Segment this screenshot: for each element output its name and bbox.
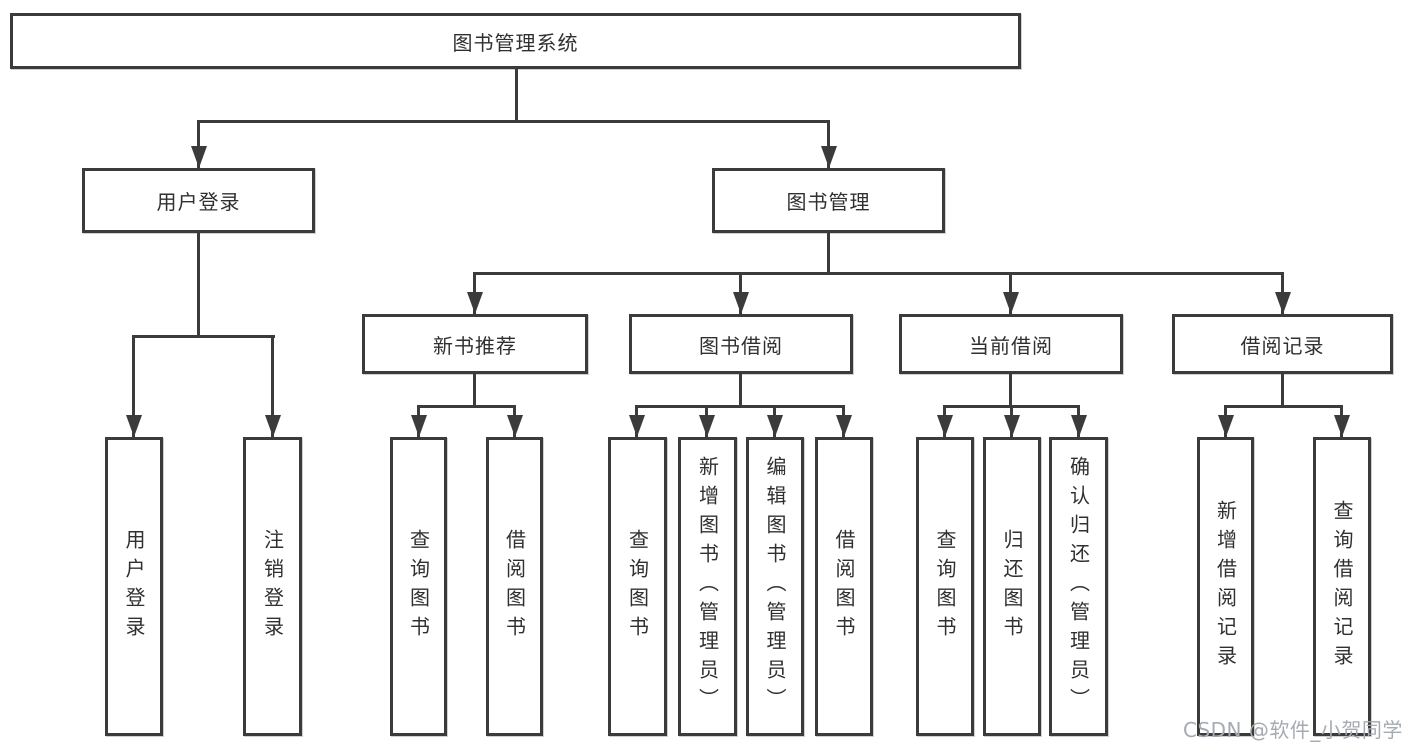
connector-line — [473, 272, 1284, 275]
node-book-management: 图书管理 — [712, 168, 945, 233]
connector-line — [132, 335, 135, 437]
node-book-borrowing: 图书借阅 — [629, 314, 853, 374]
connector-line — [1009, 372, 1012, 408]
connector-line — [827, 120, 830, 168]
leaf-query-books-recommend: 查询图书 — [390, 437, 447, 736]
node-label: 图书管理系统 — [452, 30, 579, 55]
arrowhead-down-icon — [836, 415, 852, 437]
node-label: 新增图书（管理员） — [695, 456, 720, 717]
node-new-book-recommendation: 新书推荐 — [362, 314, 588, 374]
node-current-borrowing: 当前借阅 — [899, 314, 1123, 374]
node-label: 查询图书 — [933, 528, 957, 645]
leaf-confirm-return-admin: 确认归还（管理员） — [1049, 437, 1108, 736]
connector-line — [271, 335, 274, 437]
leaf-add-books-admin: 新增图书（管理员） — [678, 437, 737, 736]
arrowhead-down-icon — [410, 415, 427, 437]
node-label: 用户登录 — [122, 528, 146, 645]
connector-line — [827, 232, 830, 275]
connector-line — [473, 372, 476, 408]
arrowhead-down-icon — [126, 415, 142, 437]
arrowhead-down-icon — [733, 292, 749, 314]
connector-line — [197, 120, 830, 123]
leaf-query-books-current: 查询图书 — [916, 437, 974, 736]
leaf-edit-books-admin: 编辑图书（管理员） — [746, 437, 804, 736]
arrowhead-down-icon — [190, 146, 207, 168]
leaf-return-books: 归还图书 — [983, 437, 1041, 736]
leaf-user-login: 用户登录 — [105, 437, 163, 736]
arrowhead-down-icon — [264, 415, 281, 437]
connector-line — [417, 405, 516, 408]
connector-line — [132, 335, 275, 338]
node-label: 归还图书 — [1000, 528, 1024, 645]
arrowhead-down-icon — [506, 415, 523, 437]
arrowhead-down-icon — [467, 292, 483, 314]
arrowhead-down-icon — [1217, 415, 1234, 437]
arrowhead-down-icon — [1070, 415, 1087, 437]
leaf-query-books-borrowing: 查询图书 — [608, 437, 667, 736]
node-label: 图书借阅 — [699, 333, 783, 358]
node-label: 查询借阅记录 — [1330, 499, 1354, 674]
leaf-add-borrow-record: 新增借阅记录 — [1197, 437, 1254, 736]
node-label: 注销登录 — [260, 528, 285, 645]
leaf-borrow-books-borrowing: 借阅图书 — [815, 437, 873, 736]
node-label: 编辑图书（管理员） — [763, 456, 787, 717]
arrowhead-down-icon — [629, 415, 645, 437]
node-label: 新书推荐 — [433, 333, 517, 358]
node-label: 当前借阅 — [969, 333, 1053, 358]
arrowhead-down-icon — [937, 415, 953, 437]
node-label: 借阅图书 — [832, 528, 856, 645]
connector-line — [197, 120, 200, 168]
node-label: 用户登录 — [156, 190, 241, 214]
node-user-login: 用户登录 — [82, 168, 315, 233]
node-root: 图书管理系统 — [10, 13, 1021, 69]
arrowhead-down-icon — [767, 415, 783, 437]
node-label: 查询图书 — [625, 528, 650, 645]
arrowhead-down-icon — [699, 415, 715, 437]
csdn-watermark: CSDN @软件_小贺同学 — [1183, 718, 1403, 742]
node-label: 新增借阅记录 — [1213, 499, 1238, 674]
leaf-query-borrow-record: 查询借阅记录 — [1313, 437, 1371, 736]
arrowhead-down-icon — [1003, 292, 1019, 314]
arrowhead-down-icon — [820, 146, 837, 168]
connector-line — [1281, 372, 1284, 408]
connector-line — [1224, 405, 1343, 408]
connector-line — [515, 68, 518, 123]
node-label: 查询图书 — [406, 528, 431, 645]
node-label: 借阅记录 — [1240, 333, 1325, 358]
connector-line — [739, 372, 742, 408]
arrowhead-down-icon — [1334, 415, 1350, 437]
connector-line — [197, 232, 200, 338]
arrowhead-down-icon — [1004, 415, 1020, 437]
leaf-borrow-books-recommend: 借阅图书 — [486, 437, 543, 736]
node-label: 借阅图书 — [502, 528, 527, 645]
node-borrowing-records: 借阅记录 — [1172, 314, 1393, 374]
arrowhead-down-icon — [1274, 292, 1291, 314]
node-label: 图书管理 — [786, 190, 871, 214]
leaf-logout-login: 注销登录 — [243, 437, 302, 736]
node-label: 确认归还（管理员） — [1066, 456, 1091, 717]
connector-line — [635, 405, 845, 408]
